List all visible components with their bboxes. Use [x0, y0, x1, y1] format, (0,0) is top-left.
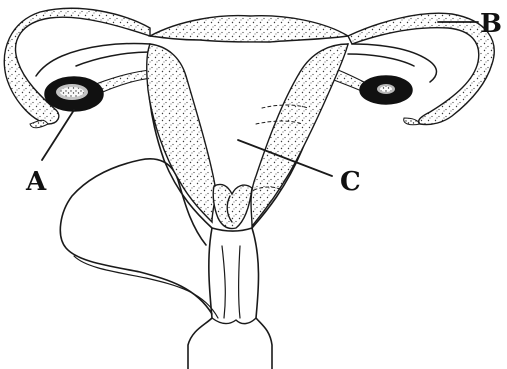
uterine-wall-right: [251, 44, 348, 226]
uterine-wall-left: [147, 44, 216, 222]
uterus-fundus: [150, 16, 348, 42]
cervix: [213, 184, 252, 228]
ovarian-ligament-left: [96, 70, 152, 94]
ovary-right: [360, 76, 412, 104]
label-a: A: [25, 167, 47, 197]
ovary-left: [45, 77, 103, 111]
fallopian-tube-right: [348, 13, 494, 125]
label-b: B: [480, 9, 502, 39]
label-c: C: [340, 167, 361, 197]
